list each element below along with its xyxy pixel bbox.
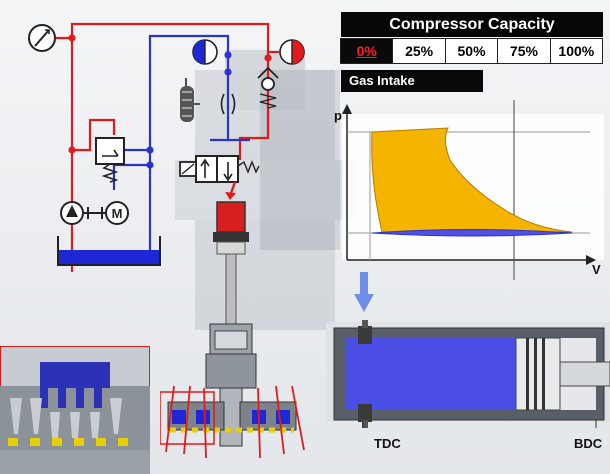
accumulator-icon bbox=[180, 78, 200, 122]
tdc-label: TDC bbox=[374, 436, 401, 451]
solenoid-valve-icon bbox=[179, 155, 260, 183]
compressor-capacity-title: Compressor Capacity bbox=[341, 12, 603, 37]
capacity-option-0[interactable]: 0% bbox=[340, 38, 394, 64]
pressure-gauge-icon bbox=[28, 24, 56, 52]
cylinder-gas bbox=[346, 338, 522, 410]
capacity-option-50[interactable]: 50% bbox=[444, 38, 499, 64]
compressor-background-right bbox=[260, 70, 340, 250]
svg-text:M: M bbox=[112, 206, 123, 221]
p-axis-label: p bbox=[334, 108, 342, 123]
phase-label: Gas Intake bbox=[341, 70, 483, 92]
capacity-option-100[interactable]: 100% bbox=[549, 38, 604, 64]
relief-valve-icon bbox=[95, 137, 125, 183]
check-valve-icon bbox=[257, 66, 279, 109]
pv-work-area bbox=[371, 127, 573, 233]
high-pressure-indicator-icon bbox=[268, 39, 305, 65]
down-arrow-icon bbox=[354, 272, 374, 312]
capacity-option-25[interactable]: 25% bbox=[392, 38, 446, 64]
bdc-label: BDC bbox=[574, 436, 603, 451]
cylinder-view bbox=[326, 320, 610, 428]
capacity-option-75[interactable]: 75% bbox=[497, 38, 551, 64]
valve-detail-inset bbox=[0, 346, 150, 474]
piston-rod bbox=[559, 361, 610, 387]
pv-diagram bbox=[342, 100, 604, 280]
hydraulic-schematic: M bbox=[28, 22, 305, 272]
unloader-actuator bbox=[160, 201, 305, 459]
motor-icon: M bbox=[105, 201, 129, 225]
pump-icon bbox=[60, 201, 84, 225]
low-pressure-indicator-icon bbox=[192, 39, 218, 65]
capacity-selector: 0% 25% 50% 75% 100% bbox=[340, 38, 604, 64]
pv-intake-line bbox=[371, 229, 573, 237]
v-axis-label: V bbox=[592, 262, 601, 277]
piston bbox=[515, 337, 561, 411]
